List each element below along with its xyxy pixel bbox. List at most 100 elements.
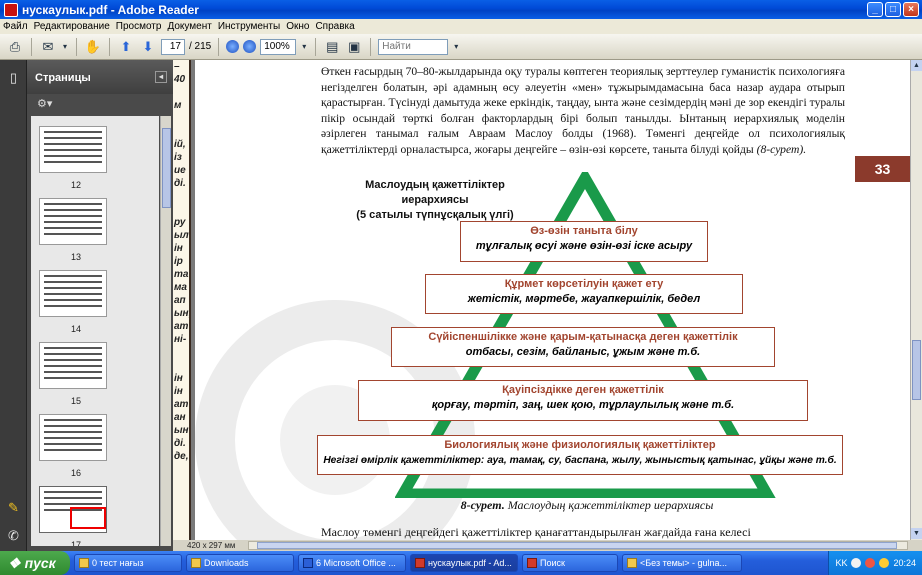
- prev-page-text-fragment: ді.: [174, 438, 186, 449]
- arrow-down-icon[interactable]: ⬇: [142, 38, 154, 54]
- pages-panel: Страницы ◂ ⚙▾ 12 13 14 15 16 17: [27, 60, 173, 551]
- pyramid-level-3: Сүйіспеншілікке және қарым-қатынасқа дег…: [391, 327, 775, 367]
- thumbnail-label: 13: [71, 252, 82, 262]
- task-search[interactable]: Поиск: [522, 554, 618, 572]
- menu-tools[interactable]: Инструменты: [217, 21, 281, 32]
- search-input[interactable]: [378, 38, 449, 55]
- thumbnail-page-14[interactable]: [39, 270, 107, 317]
- horizontal-scrollbar[interactable]: [248, 541, 908, 550]
- volume-icon[interactable]: [879, 558, 890, 568]
- menu-document[interactable]: Документ: [167, 21, 212, 32]
- scroll-thumb[interactable]: [257, 542, 897, 549]
- prev-page-text-fragment: [173, 346, 189, 359]
- zoom-in-icon[interactable]: [243, 40, 257, 53]
- menu-edit[interactable]: Редактирование: [33, 21, 110, 32]
- hand-icon[interactable]: ✋: [84, 38, 102, 54]
- task-office[interactable]: 6 Microsoft Office ...: [298, 554, 406, 572]
- scroll-thumb[interactable]: [912, 340, 921, 400]
- prev-page-text-fragment: [173, 125, 189, 138]
- page-size-label: 420 x 297 мм: [187, 541, 236, 550]
- windows-logo-icon: ❖: [8, 554, 21, 571]
- mail-icon: [627, 558, 637, 568]
- thumbnail-label: 17: [71, 540, 82, 546]
- folder-icon: [191, 558, 201, 568]
- body-paragraph: Өткен ғасырдың 70–80-жылдарында оқу тура…: [321, 65, 845, 156]
- pdf-icon: [415, 558, 425, 568]
- chevron-down-icon[interactable]: ▾: [62, 42, 67, 51]
- task-adobe-reader[interactable]: нускаулык.pdf - Ad...: [410, 554, 518, 572]
- scroll-thumb[interactable]: [162, 128, 171, 208]
- office-icon: [303, 558, 313, 568]
- page-total: / 215: [189, 41, 212, 52]
- pages-icon[interactable]: ▯: [9, 70, 18, 85]
- scroll-up-icon[interactable]: ▲: [911, 60, 922, 71]
- attachment-icon[interactable]: ✆: [8, 528, 19, 543]
- prev-page-text-fragment: ан: [174, 412, 186, 423]
- antivirus-icon[interactable]: [865, 558, 876, 568]
- prev-page-text-fragment: ій,: [174, 139, 186, 150]
- fit-width-icon[interactable]: ▣: [348, 38, 361, 54]
- language-indicator[interactable]: KK: [835, 558, 848, 568]
- search-app-icon: [527, 558, 537, 568]
- menu-window[interactable]: Окно: [286, 21, 310, 32]
- thumbnail-page-15[interactable]: [39, 342, 107, 389]
- close-button[interactable]: ×: [903, 2, 919, 17]
- level-subtitle: Негізгі өмірлік қажеттіліктер: ауа, тама…: [323, 455, 837, 466]
- thumbnail-page-17[interactable]: [39, 486, 107, 533]
- navigation-strip: ▯ ✎ ✆: [0, 60, 27, 551]
- thumbnail-page-13[interactable]: [39, 198, 107, 245]
- maximize-button[interactable]: □: [885, 2, 901, 17]
- task-email[interactable]: <Без темы> - gulna...: [622, 554, 742, 572]
- thumbnail-page-16[interactable]: [39, 414, 107, 461]
- arrow-up-icon[interactable]: ⬆: [120, 38, 132, 54]
- level-title: Биологиялық және физиологиялық қажеттілі…: [444, 439, 716, 451]
- prev-page-text-fragment: –: [174, 61, 180, 72]
- panel-options-button[interactable]: ⚙▾: [27, 94, 173, 114]
- page-number-input[interactable]: [161, 38, 185, 55]
- level-title: Сүйіспеншілікке және қарым-қатынасқа дег…: [428, 331, 738, 343]
- mail-icon[interactable]: ✉: [42, 38, 54, 54]
- collapse-panel-button[interactable]: ◂: [155, 71, 167, 83]
- menu-view[interactable]: Просмотр: [115, 21, 162, 32]
- task-folder-test[interactable]: 0 тест нағыз: [74, 554, 182, 572]
- window-title-bar[interactable]: нускаулык.pdf - Adobe Reader _ □ ×: [0, 0, 922, 19]
- toolbar-divider: [315, 37, 317, 56]
- zoom-out-icon[interactable]: [226, 40, 240, 53]
- minimize-button[interactable]: _: [867, 2, 883, 17]
- start-label: пуск: [24, 555, 56, 571]
- prev-page-text-fragment: ні-: [174, 334, 187, 345]
- prev-page-text-fragment: ру: [174, 217, 186, 228]
- prev-page-text-fragment: [173, 203, 189, 216]
- thumbnail-label: 14: [71, 324, 82, 334]
- thumbnail-page-12[interactable]: [39, 126, 107, 173]
- start-button[interactable]: ❖пуск: [0, 551, 70, 575]
- menu-help[interactable]: Справка: [315, 21, 355, 32]
- prev-page-text-fragment: де,: [174, 451, 189, 462]
- printer-icon[interactable]: ⎙: [9, 38, 21, 54]
- fit-page-icon[interactable]: ▤: [326, 38, 339, 54]
- prev-page-text-fragment: ат: [174, 399, 189, 410]
- zoom-input[interactable]: [260, 38, 297, 55]
- toolbar-divider: [31, 37, 32, 56]
- document-scrollbar[interactable]: ▲ ▼: [910, 60, 922, 540]
- page-number-badge: 33: [855, 156, 910, 182]
- menu-file[interactable]: Файл: [3, 21, 28, 32]
- diagram-title-line2: (5 сатылы түпнұсқалық үлгі): [356, 209, 514, 221]
- thumbnails-scrollbar[interactable]: [160, 116, 171, 546]
- zoom-dropdown-icon[interactable]: ▾: [302, 42, 307, 51]
- thumbnail-label: 16: [71, 468, 82, 478]
- gear-icon: ⚙▾: [37, 98, 53, 110]
- prev-page-text-fragment: ін: [174, 243, 183, 254]
- caption-text: Маслоудың қажеттіліктер иерархиясы: [507, 498, 714, 512]
- comments-icon[interactable]: ✎: [8, 500, 19, 515]
- network-icon[interactable]: [851, 558, 862, 568]
- prev-page-text-fragment: ын: [174, 425, 189, 436]
- figure-reference: (8-сурет).: [756, 142, 807, 156]
- scroll-down-icon[interactable]: ▼: [911, 528, 922, 539]
- task-downloads[interactable]: Downloads: [186, 554, 294, 572]
- search-dropdown-icon[interactable]: ▾: [454, 42, 459, 51]
- prev-page-text-fragment: ір: [174, 256, 183, 267]
- level-subtitle: отбасы, сезім, байланыс, ұжым және т.б.: [465, 346, 701, 358]
